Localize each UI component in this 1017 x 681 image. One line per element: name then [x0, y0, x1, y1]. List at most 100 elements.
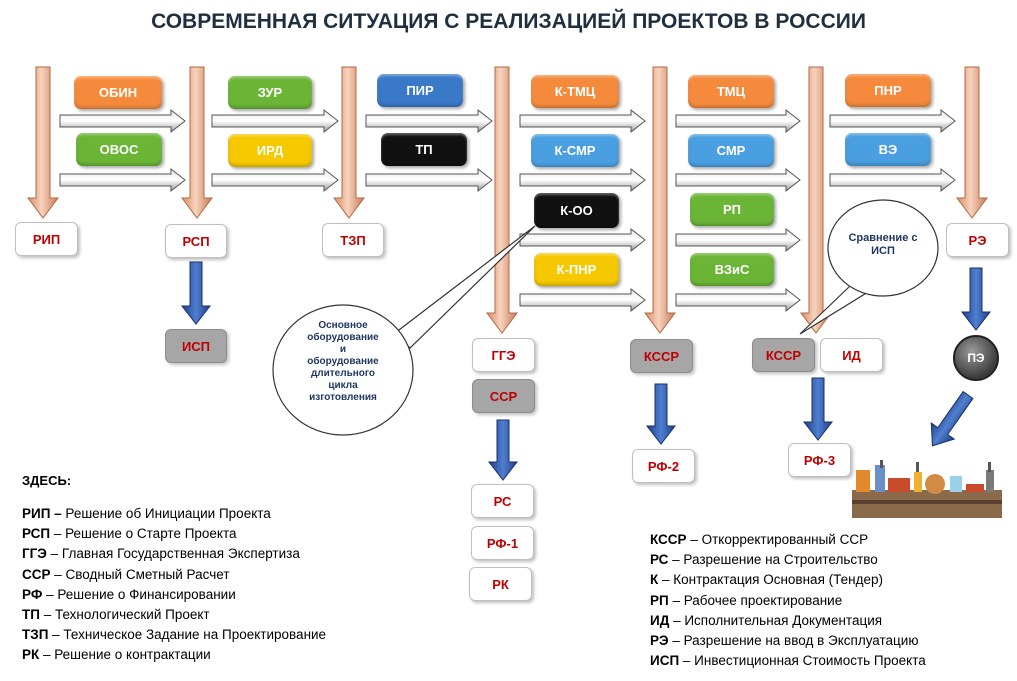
legend-text: – Инвестиционная Стоимость Проекта [679, 653, 926, 669]
flow-arrow [59, 167, 186, 193]
legend-abbr: РФ [22, 586, 43, 602]
process-smr: СМР [688, 134, 774, 167]
callout-equipment [272, 304, 414, 436]
callout-equipment-tail [394, 225, 536, 349]
flow-arrow [675, 287, 801, 313]
flow-arrow [59, 108, 186, 134]
legend-row: РС – Разрешение на Строительство [650, 550, 926, 570]
callout-comparison [827, 199, 939, 297]
legend-text: – Разрешение на Строительство [668, 552, 878, 568]
legend-abbr: РП [650, 592, 669, 608]
legend-row: РК – Решение о контрактации [22, 645, 326, 665]
stage-pe: ПЭ [953, 335, 999, 381]
legend-abbr: РСП [22, 526, 51, 542]
legend-row: ТЗП – Техническое Задание на Проектирова… [22, 625, 326, 645]
stage-isp: ИСП [165, 329, 227, 363]
flow-arrow [365, 167, 493, 193]
factory-arrow [930, 390, 974, 447]
process-k-smr: К-СМР [531, 134, 619, 167]
stage-rf1: РФ-1 [471, 526, 534, 560]
flow-arrow [675, 227, 801, 253]
legend-row: ТП – Технологический Проект [22, 605, 326, 625]
stage-kssr-1: КССР [630, 339, 693, 373]
legend-text: – Техническое Задание на Проектирование [48, 627, 327, 643]
process-k-pnr: К-ПНР [534, 253, 619, 286]
legend-row: РП – Рабочее проектирование [650, 591, 926, 611]
legend-abbr: ГГЭ [22, 546, 47, 562]
legend-text: – Откорректированный ССР [686, 532, 869, 547]
legend-row: ССР – Сводный Сметный Расчет [22, 565, 326, 585]
legend-abbr: К [650, 572, 659, 588]
stage-tzp: ТЗП [322, 223, 384, 257]
process-k-oo: К-ОО [534, 193, 619, 228]
result-arrow [180, 261, 212, 325]
legend-row: РСП – Решение о Старте Проекта [22, 524, 326, 544]
flow-arrow [519, 108, 646, 134]
process-tp: ТП [381, 133, 467, 166]
stage-arrow [956, 66, 988, 219]
stage-arrow [644, 66, 676, 334]
legend-row: ГГЭ – Главная Государственная Экспертиза [22, 544, 326, 564]
flow-arrow [675, 167, 801, 193]
factory-arrow-shape [930, 390, 974, 447]
flow-arrow [519, 167, 646, 193]
legend-heading: ЗДЕСЬ: [22, 473, 72, 488]
process-rp: РП [690, 193, 774, 226]
process-zur: ЗУР [228, 76, 312, 109]
stage-rs: РС [471, 484, 534, 518]
stage-arrow [800, 66, 832, 334]
legend-abbr: ССР [22, 566, 51, 582]
stage-arrow [333, 66, 365, 219]
stage-kssr-2: КССР [752, 338, 815, 372]
legend-text: – Главная Государственная Экспертиза [46, 546, 300, 562]
legend-text: – Решение о Старте Проекта [50, 526, 237, 542]
flow-arrow [519, 227, 646, 253]
legend-text: – Решение о контрактации [39, 647, 211, 663]
legend-text: Решение об Инициации Проекта [61, 506, 271, 521]
result-arrow [802, 377, 834, 441]
legend-text: – Рабочее проектирование [668, 592, 843, 608]
legend-row: РЭ – Разрешение на ввод в Эксплуатацию [650, 631, 926, 651]
process-ve: ВЭ [845, 133, 931, 166]
result-arrow [645, 383, 677, 445]
legend-text: – Контрактация Основная (Тендер) [658, 572, 883, 588]
process-ird: ИРД [228, 134, 312, 167]
process-vzis: ВЗиС [690, 253, 774, 286]
stage-rk: РК [469, 567, 532, 601]
stage-rsp: РСП [165, 224, 227, 258]
legend-abbr: ТЗП [22, 627, 49, 643]
legend-text: – Решение о Финансировании [42, 586, 236, 602]
legend-text: – Исполнительная Документация [669, 612, 883, 628]
legend-row: РИП – Решение об Инициации Проекта [22, 504, 326, 524]
flow-arrow [365, 108, 493, 134]
stage-id: ИД [820, 338, 883, 372]
callout-comparison-text: Сравнение с ИСП [848, 232, 918, 258]
legend-row: РФ – Решение о Финансировании [22, 585, 326, 605]
diagram-title: СОВРЕМЕННАЯ СИТУАЦИЯ С РЕАЛИЗАЦИЕЙ ПРОЕК… [151, 10, 866, 33]
stage-gge: ГГЭ [472, 338, 535, 372]
factory-icon [852, 460, 1002, 518]
flow-arrow [829, 108, 956, 134]
legend-abbr: ТП [22, 606, 40, 622]
process-tmc: ТМЦ [688, 75, 774, 108]
stage-arrow [486, 66, 518, 334]
legend-text: – Технологический Проект [39, 606, 210, 622]
legend-row: К – Контрактация Основная (Тендер) [650, 570, 926, 590]
flow-arrow [519, 287, 646, 313]
stage-ssr: ССР [472, 379, 535, 413]
stage-re: РЭ [946, 223, 1009, 257]
stage-rf3: РФ-3 [788, 443, 851, 477]
result-arrow [960, 267, 992, 331]
legend-abbr: РС [650, 552, 669, 568]
flow-arrow [211, 167, 339, 193]
legend-abbr: ИСП [650, 653, 680, 669]
legend-text: – Сводный Сметный Расчет [50, 566, 230, 582]
legend-abbr: РИП – [22, 506, 62, 521]
legend-row: КССР – Откорректированный ССР [650, 530, 926, 550]
stage-rip: РИП [15, 222, 78, 256]
flow-arrow [675, 108, 801, 134]
flow-arrow [829, 167, 956, 193]
process-ovos: ОВОС [76, 133, 162, 166]
